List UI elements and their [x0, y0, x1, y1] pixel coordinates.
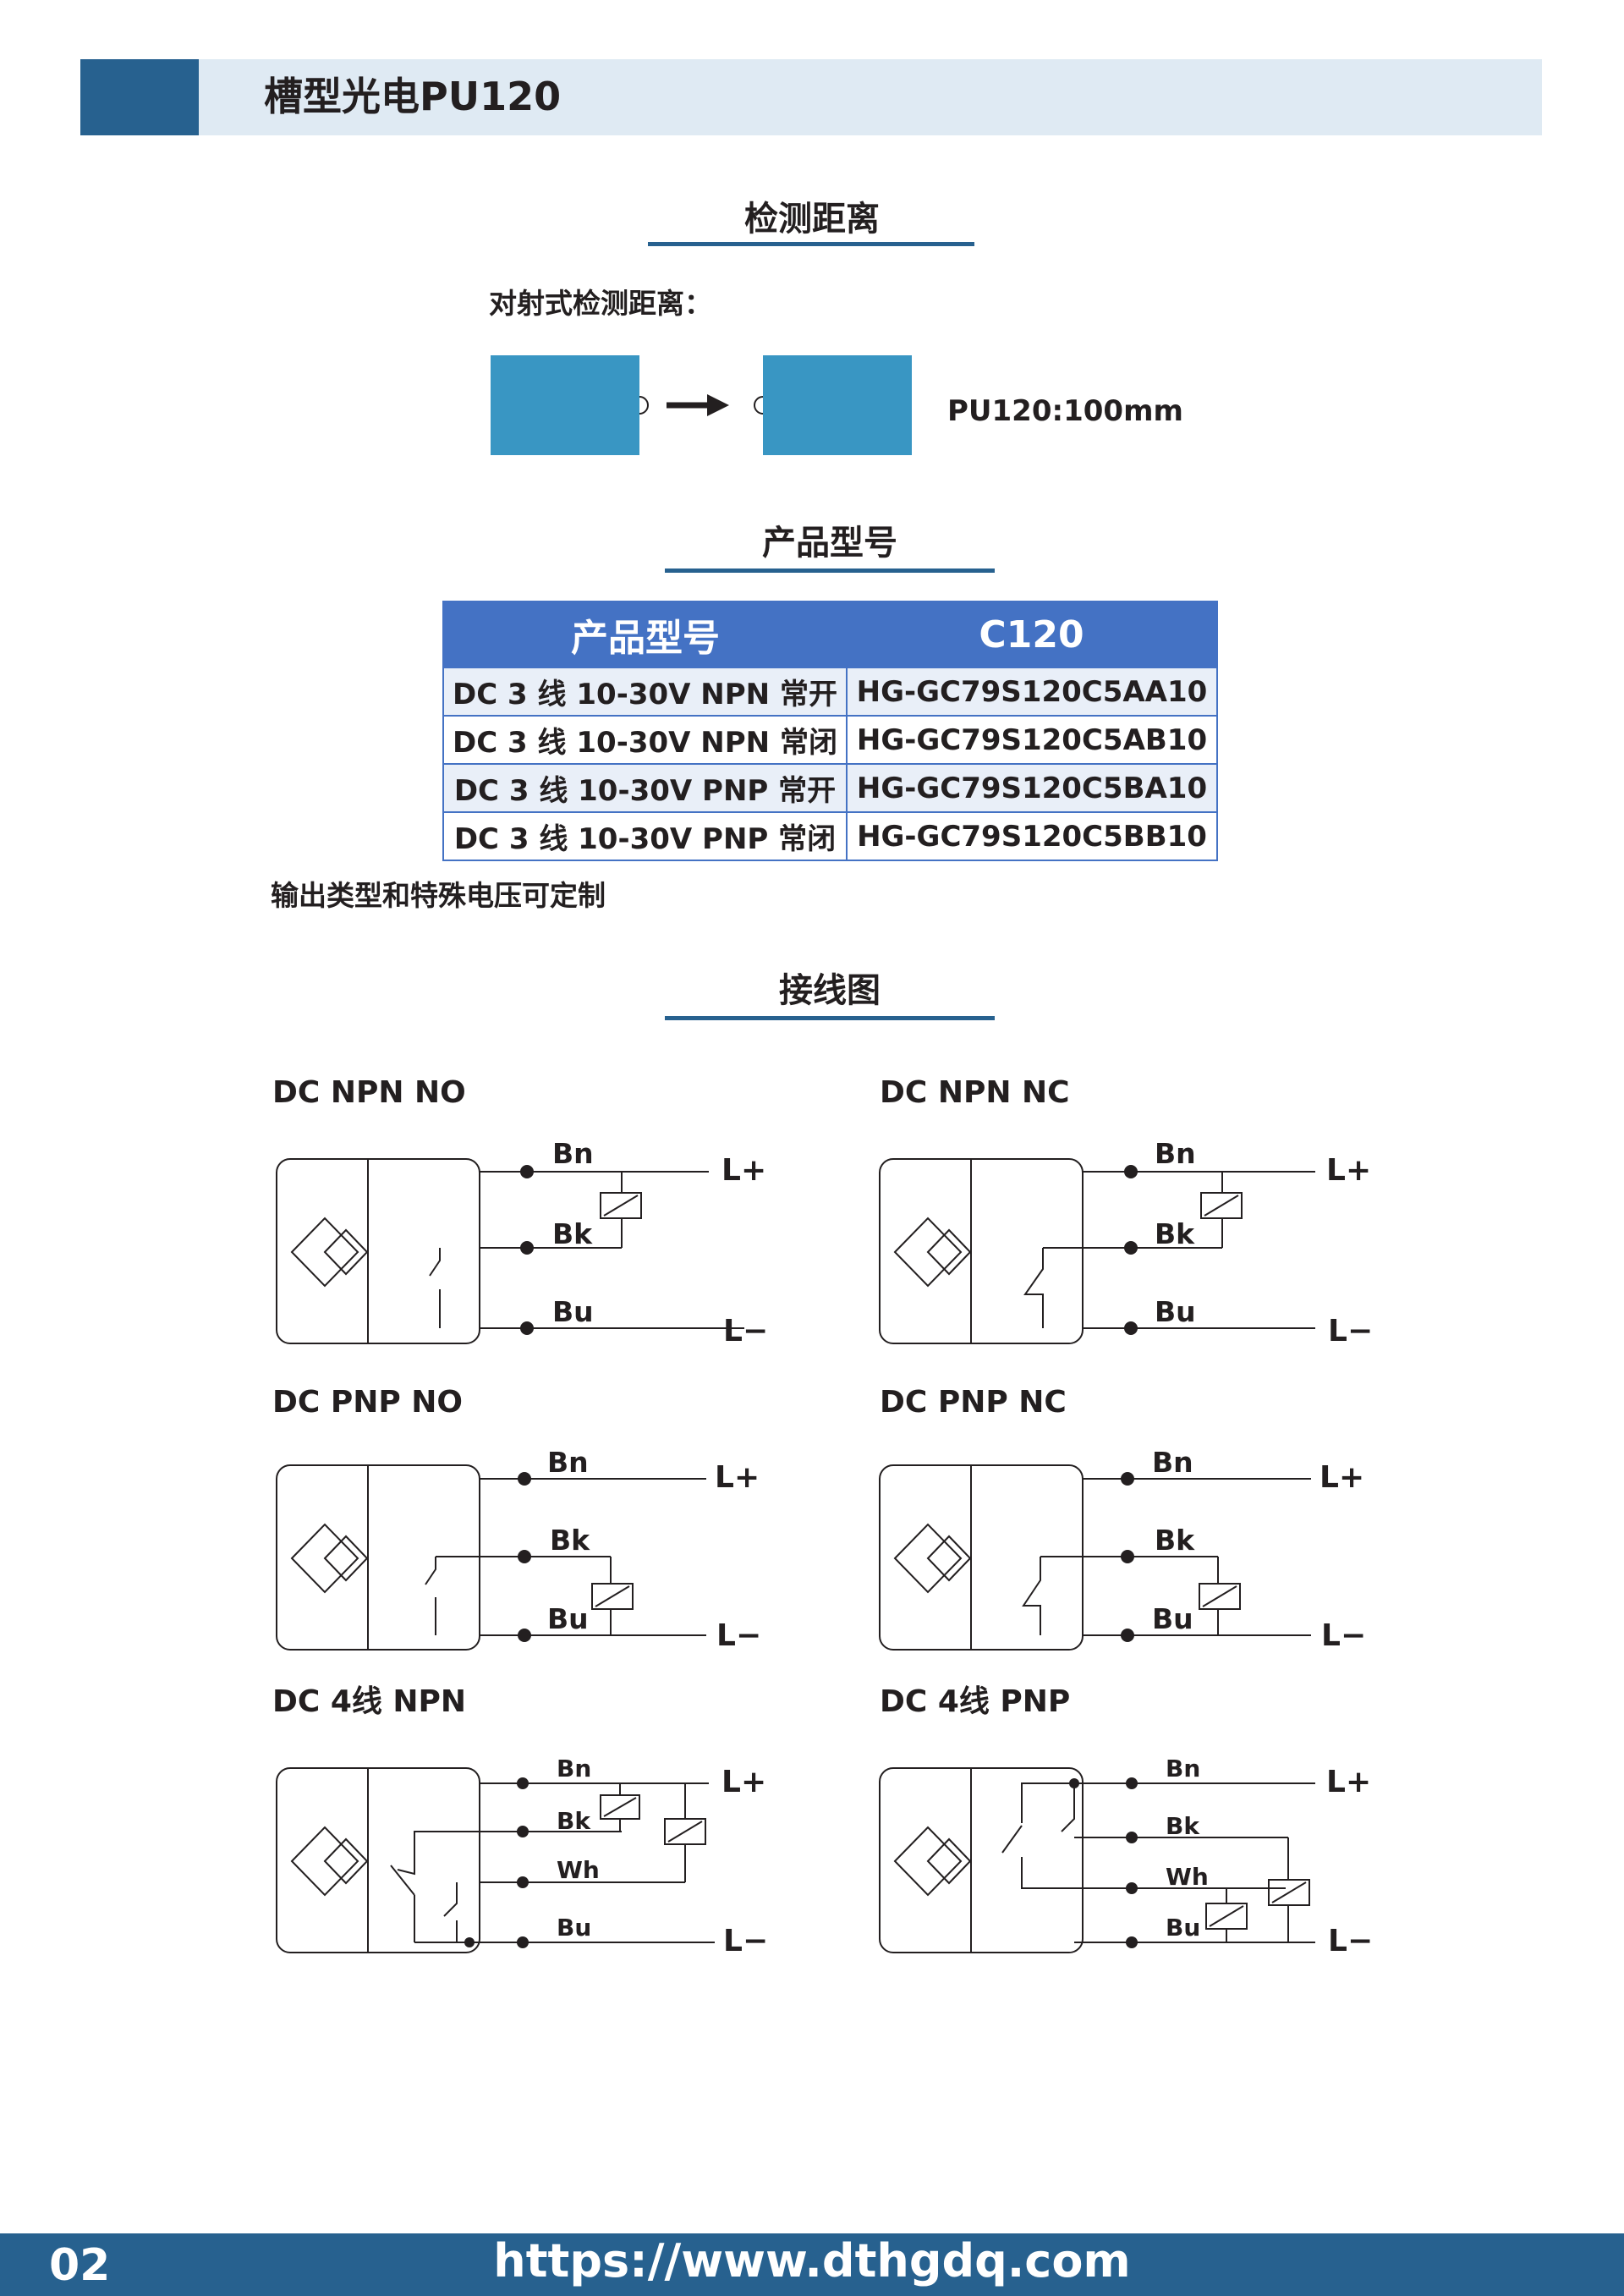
customization-note: 输出类型和特殊电压可定制 — [271, 879, 606, 912]
diagram-title: DC PNP NO — [272, 1385, 463, 1420]
diagram-title: DC 4线 NPN — [272, 1684, 467, 1719]
section-underline-detection — [648, 242, 974, 246]
svg-text:L+: L+ — [721, 1153, 766, 1188]
svg-text:Bk: Bk — [1166, 1812, 1200, 1840]
svg-text:Bk: Bk — [550, 1524, 590, 1557]
table-row: DC 3 线 10-30V NPN 常开 HG-GC79S120C5AA10 — [443, 667, 1217, 716]
svg-text:Bn: Bn — [1152, 1446, 1193, 1479]
table-cell-type: DC 3 线 10-30V NPN 常开 — [443, 667, 847, 716]
emitter-block — [491, 355, 639, 455]
table-row: DC 3 线 10-30V PNP 常开 HG-GC79S120C5BA10 — [443, 763, 1217, 812]
wiring-diagram-4wire-pnp: Bn Bk Wh Bu L+ L− — [879, 1755, 1373, 1958]
table-row: DC 3 线 10-30V NPN 常闭 HG-GC79S120C5AB10 — [443, 715, 1217, 764]
svg-text:L−: L− — [716, 1618, 761, 1653]
header-accent-block — [80, 59, 199, 135]
wiring-diagram-pnp-nc: Bn Bk Bu L+ L− — [879, 1446, 1366, 1653]
svg-text:L−: L− — [1328, 1314, 1373, 1348]
table-cell-model: HG-GC79S120C5BB10 — [846, 811, 1217, 860]
svg-text:Bn: Bn — [1155, 1137, 1196, 1170]
wiring-diagram-npn-nc: Bn Bk Bu L+ L− — [879, 1137, 1373, 1348]
detection-subtitle: 对射式检测距离： — [489, 287, 712, 320]
svg-text:Bu: Bu — [1166, 1914, 1200, 1942]
section-title-wiring: 接线图 — [779, 971, 881, 1010]
table-cell-model: HG-GC79S120C5AA10 — [846, 667, 1217, 716]
svg-text:Bn: Bn — [552, 1137, 594, 1170]
table-header-cell: 产品型号 — [443, 601, 847, 667]
table-row: DC 3 线 10-30V PNP 常闭 HG-GC79S120C5BB10 — [443, 811, 1217, 860]
table-header-row: 产品型号 C120 — [443, 601, 1217, 667]
diagram-title: DC NPN NC — [880, 1075, 1070, 1110]
page-number: 02 — [49, 2240, 111, 2291]
svg-text:L−: L− — [723, 1314, 768, 1348]
svg-text:L+: L+ — [1326, 1153, 1371, 1188]
svg-text:L−: L− — [723, 1924, 768, 1958]
svg-text:Wh: Wh — [1166, 1863, 1209, 1891]
wiring-diagram-npn-no: Bn Bk Bu L+ L− — [276, 1137, 768, 1348]
wiring-diagram-pnp-no: Bn Bk Bu L+ L− — [276, 1446, 761, 1653]
svg-text:Bn: Bn — [1166, 1755, 1200, 1782]
svg-text:L−: L− — [1321, 1618, 1366, 1653]
table-cell-model: HG-GC79S120C5BA10 — [846, 763, 1217, 812]
section-underline-wiring — [665, 1016, 995, 1020]
diagram-title: DC NPN NO — [272, 1075, 466, 1110]
section-title-detection: 检测距离 — [744, 200, 880, 239]
svg-text:Bu: Bu — [1155, 1295, 1196, 1328]
section-underline-model — [665, 569, 995, 573]
table-header-cell: C120 — [847, 601, 1217, 667]
svg-text:L+: L+ — [721, 1765, 766, 1799]
section-title-model: 产品型号 — [762, 524, 897, 563]
svg-text:Bu: Bu — [547, 1602, 589, 1635]
table-cell-model: HG-GC79S120C5AB10 — [846, 715, 1217, 764]
website-link[interactable]: https://www.dthgdq.com — [493, 2234, 1131, 2288]
svg-text:Bk: Bk — [557, 1807, 591, 1835]
detection-distance-label: PU120:100mm — [947, 394, 1183, 428]
diagram-title: DC PNP NC — [880, 1385, 1067, 1420]
diagram-title: DC 4线 PNP — [880, 1684, 1071, 1719]
svg-text:Bk: Bk — [1155, 1524, 1195, 1557]
receiver-block — [763, 355, 912, 455]
svg-text:Bn: Bn — [547, 1446, 589, 1479]
svg-text:Bu: Bu — [1152, 1602, 1193, 1635]
svg-text:Bk: Bk — [552, 1217, 593, 1250]
svg-text:L+: L+ — [1326, 1765, 1371, 1799]
footer-bar — [0, 2233, 1624, 2296]
svg-text:Bu: Bu — [557, 1914, 591, 1942]
svg-text:L+: L+ — [715, 1460, 760, 1495]
svg-text:Bk: Bk — [1155, 1217, 1195, 1250]
table-cell-type: DC 3 线 10-30V PNP 常开 — [443, 763, 847, 812]
wiring-diagram-4wire-npn: Bn Bk Wh Bu L+ L− — [276, 1755, 768, 1958]
detection-distance-figure — [491, 355, 912, 455]
svg-text:Wh: Wh — [557, 1856, 600, 1884]
table-cell-type: DC 3 线 10-30V NPN 常闭 — [443, 715, 847, 764]
svg-text:L+: L+ — [1320, 1460, 1364, 1495]
header-band — [199, 59, 1542, 135]
model-table: 产品型号 C120 DC 3 线 10-30V NPN 常开 HG-GC79S1… — [442, 601, 1218, 861]
svg-text:Bn: Bn — [557, 1755, 591, 1782]
table-cell-type: DC 3 线 10-30V PNP 常闭 — [443, 811, 847, 860]
svg-text:Bu: Bu — [552, 1295, 594, 1328]
page-title: 槽型光电PU120 — [264, 74, 562, 119]
svg-text:L−: L− — [1328, 1924, 1373, 1958]
